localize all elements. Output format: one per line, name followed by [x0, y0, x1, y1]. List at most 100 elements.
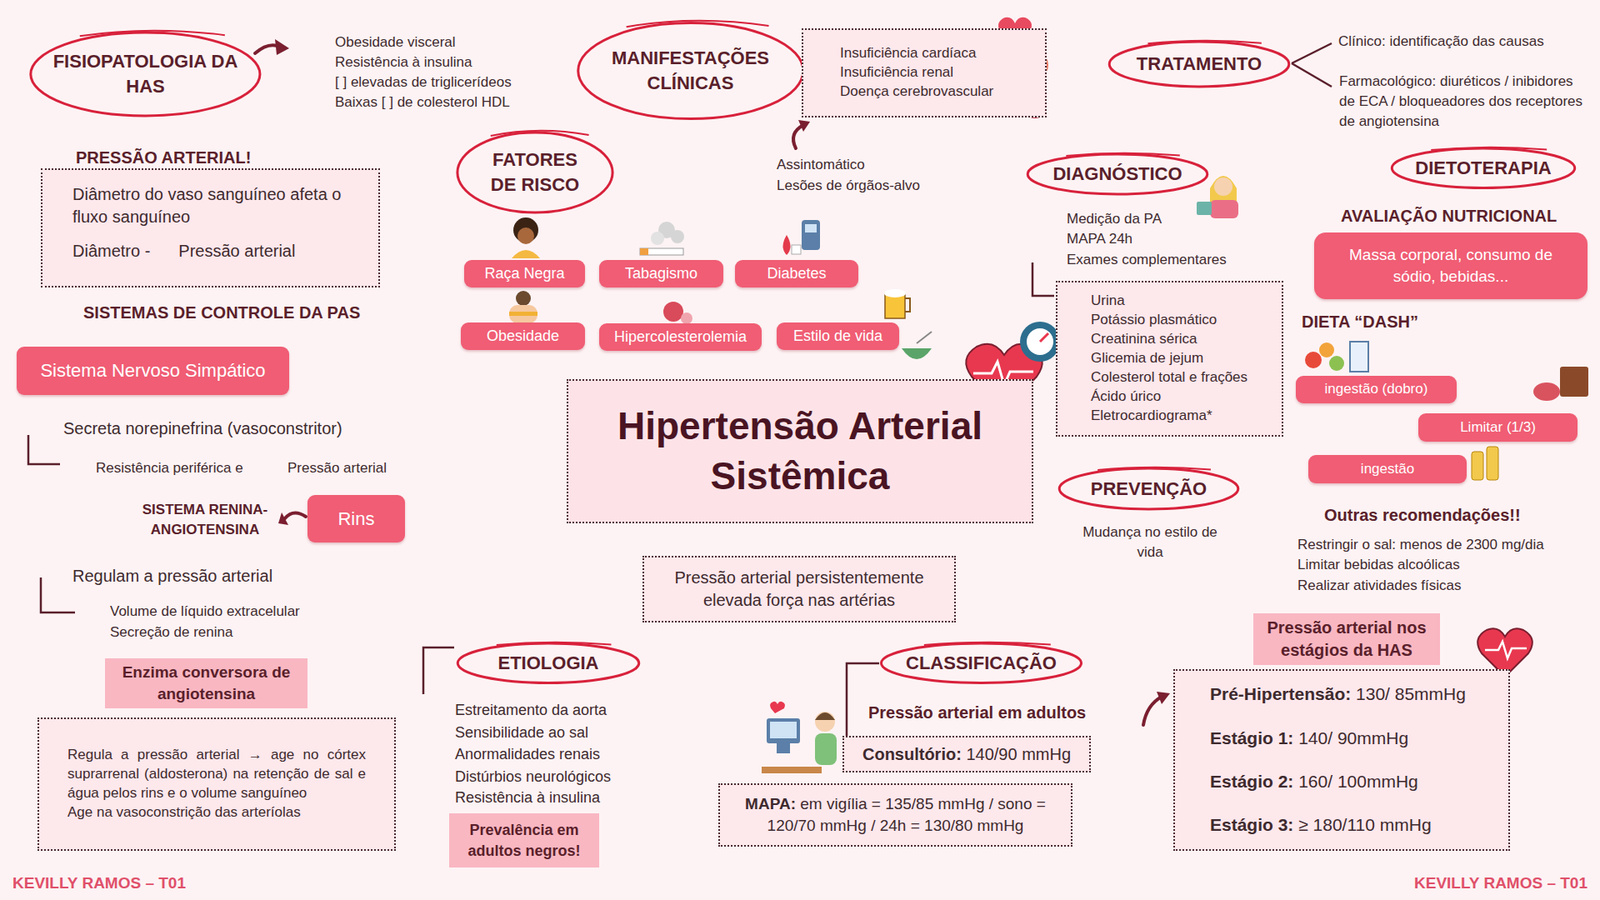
- node-text: Pré-Hipertensão: 130/ 85mmHg: [1210, 682, 1489, 706]
- ellipse-stroke: [577, 22, 803, 119]
- node-text: Insuficiência cardíaca: [840, 44, 1029, 64]
- node-text: Glicemia de jejum: [1090, 349, 1270, 369]
- connector-arrows-part: [1143, 696, 1162, 725]
- patient-computer-icon-part: [770, 701, 785, 714]
- ellipse-stroke: [880, 643, 1081, 683]
- doctor-icon: [1196, 175, 1239, 219]
- text-group: Pressão arterial persistentemente elevad…: [655, 566, 943, 612]
- note-text: Sensibilidade ao sal: [455, 722, 589, 744]
- food-icons-part: [1560, 366, 1589, 397]
- text-group: Hipercolesterolemia: [614, 326, 747, 347]
- ellipse-stroke: [1059, 468, 1239, 510]
- bracket-lines: [28, 43, 1332, 695]
- text-part: Pré-Hipertensão:: [1210, 684, 1351, 704]
- text-part: ≥ 180/110 mmHg: [1293, 815, 1431, 835]
- glucose-meter-icon-part: [805, 224, 817, 233]
- node-text: DIAGNÓSTICO: [1052, 161, 1182, 187]
- node-text: FATORES DE RISCO: [483, 147, 588, 197]
- text-group: Hipertensão Arterial Sistêmica: [585, 401, 1015, 502]
- ellipse-stroke: [1097, 467, 1211, 470]
- node-text: Urina: [1090, 291, 1270, 311]
- text-part: 140/ 90mmHg: [1293, 728, 1409, 748]
- text-group: MAPA: em vigília = 135/85 mmHg / sono = …: [736, 793, 1055, 836]
- text-group: TRATAMENTO: [1136, 51, 1262, 77]
- heading-ellipse: MANIFESTAÇÕES CLÍNICAS: [575, 20, 806, 121]
- node-text: ETIOLOGIA: [498, 650, 600, 676]
- glucose-meter-icon-part: [783, 235, 791, 255]
- node-text: MANIFESTAÇÕES CLÍNICAS: [600, 45, 780, 95]
- text-group: CLASSIFICAÇÃO: [905, 650, 1057, 676]
- ellipse-stroke: [490, 130, 590, 136]
- text-group: FISIOPATOLOGIA DA HAS: [48, 49, 242, 99]
- ellipse-stroke: [457, 132, 613, 213]
- cigarette-icon-part: [650, 231, 665, 245]
- cigarette-icon-part: [670, 230, 685, 244]
- pill-box: Massa corporal, consumo de sódio, bebida…: [1314, 232, 1588, 300]
- note-text: Anormalidades renais: [455, 744, 600, 765]
- dotted-box: Pré-Hipertensão: 130/ 85mmHgEstágio 1: 1…: [1173, 669, 1510, 851]
- cholesterol-icon-part: [680, 312, 693, 325]
- title-box: Hipertensão Arterial Sistêmica: [566, 379, 1034, 524]
- note-text: Resistência à insulina: [455, 787, 600, 809]
- node-text: Limitar (1/3): [1460, 418, 1536, 438]
- node-text: Estágio 1: 140/ 90mmHg: [1210, 726, 1489, 750]
- doctor-icon-part: [1214, 177, 1233, 196]
- node-text: Tabagismo: [625, 263, 698, 284]
- heading-ellipse: DIETOTERAPIA: [1390, 147, 1577, 189]
- section-label: Outras recomendações!!: [1324, 503, 1521, 527]
- text-part: em vigília = 135/85 mmHg / sono = 120/70…: [767, 795, 1046, 835]
- dotted-box: PRESSÃO ARTERIAL!Diâmetro do vaso sanguí…: [40, 168, 380, 288]
- section-label: KEVILLY RAMOS – T01: [1414, 872, 1588, 895]
- pill-box: Raça Negra: [464, 260, 585, 288]
- text-part: Estágio 3:: [1210, 815, 1294, 835]
- obesity-icon-part: [515, 290, 531, 306]
- note-text: Mudança no estilo de vida: [1075, 522, 1225, 563]
- bracket-lines-part: [40, 577, 75, 613]
- heading-ellipse: PREVENÇÃO: [1057, 467, 1240, 510]
- node-text: Estilo de vida: [793, 325, 883, 346]
- arrow-heads: [275, 39, 1170, 705]
- node-text: Pressão arterial persistentemente elevad…: [655, 566, 943, 612]
- doctor-icon-part: [1196, 201, 1212, 215]
- note-text: Exames complementares: [1066, 250, 1227, 270]
- cigarette-icon: [640, 221, 685, 255]
- highlight-band: Prevalência em adultos negros!: [449, 813, 600, 868]
- node-text: CLASSIFICAÇÃO: [905, 650, 1057, 676]
- text-group: Tabagismo: [625, 263, 698, 284]
- ellipse-outline: [28, 30, 263, 118]
- patient-computer-icon-part: [815, 711, 835, 732]
- text-group: Pressão arterial nos estágios da HAS: [1260, 616, 1434, 662]
- text-group: Estilo de vida: [793, 325, 883, 346]
- heading-ellipse: FISIOPATOLOGIA DA HAS: [28, 30, 263, 118]
- text-group: Raça Negra: [484, 263, 565, 284]
- node-text: Potássio plasmático: [1090, 310, 1270, 330]
- text-part: 160/ 100mmHg: [1293, 771, 1418, 791]
- doctor-icon-part: [1210, 200, 1239, 219]
- food-icons-part: [1533, 382, 1560, 401]
- section-label: SISTEMAS DE CONTROLE DA PAS: [83, 300, 360, 325]
- lifestyle-icon-part: [905, 298, 910, 312]
- person-icon-part: [517, 227, 535, 245]
- note-text: Lesões de órgãos-alvo: [776, 175, 920, 196]
- connector-arrows-part: [793, 125, 804, 149]
- obesity-icon-part: [509, 311, 538, 316]
- food-icons-part: [1305, 351, 1322, 369]
- patient-computer-icon-part: [776, 743, 790, 754]
- note-text: Obesidade visceral: [335, 32, 456, 53]
- text-group: Prevalência em adultos negros!: [455, 820, 593, 861]
- text-group: ingestão: [1360, 460, 1415, 480]
- note-text: Clínico: identificação das causas: [1338, 31, 1545, 52]
- heart-gauge-icon-part: [1040, 333, 1049, 342]
- node-text: Raça Negra: [484, 263, 565, 284]
- node-text: Diâmetro -: [72, 240, 150, 263]
- note-text: Estreitamento da aorta: [455, 700, 607, 721]
- cigarette-icon-part: [640, 248, 649, 255]
- pill-box: Tabagismo: [599, 260, 724, 288]
- pill-box: Obesidade: [460, 322, 585, 350]
- food-icons-part: [1329, 355, 1345, 371]
- text-group: Sistema Nervoso Simpático: [40, 358, 265, 384]
- section-label: AVALIAÇÃO NUTRICIONAL: [1340, 204, 1557, 228]
- food-icons-part: [1471, 451, 1484, 480]
- glucose-meter-icon-part: [801, 220, 820, 250]
- bracket-lines-part: [1032, 262, 1055, 296]
